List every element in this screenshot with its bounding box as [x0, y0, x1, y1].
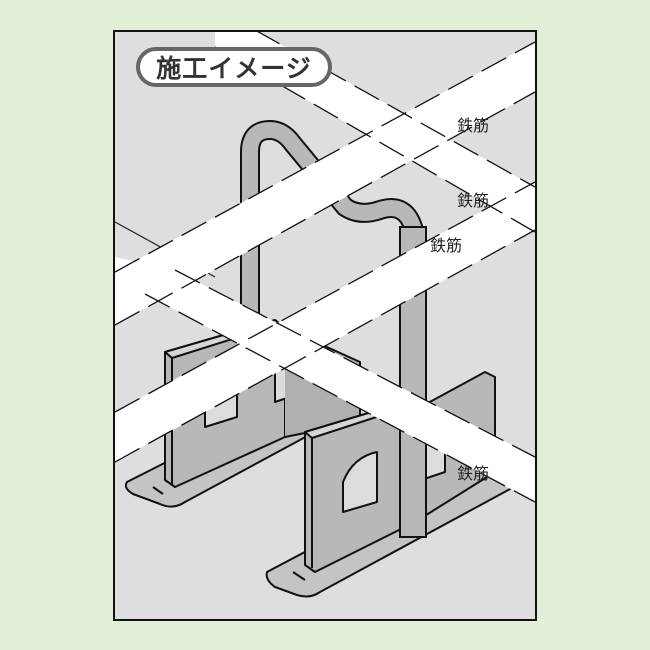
- construction-illustration: [115, 32, 535, 598]
- rebar-label: 鉄筋: [457, 464, 490, 483]
- title-badge: 施工イメージ: [136, 47, 332, 87]
- construction-image-frame: 施工イメージ 鉄筋 鉄筋 鉄筋 鉄筋: [113, 30, 537, 621]
- rebar-label: 鉄筋: [457, 116, 490, 135]
- rebar-label: 鉄筋: [430, 236, 463, 255]
- rebar-label: 鉄筋: [457, 191, 490, 210]
- title-text: 施工イメージ: [156, 54, 312, 83]
